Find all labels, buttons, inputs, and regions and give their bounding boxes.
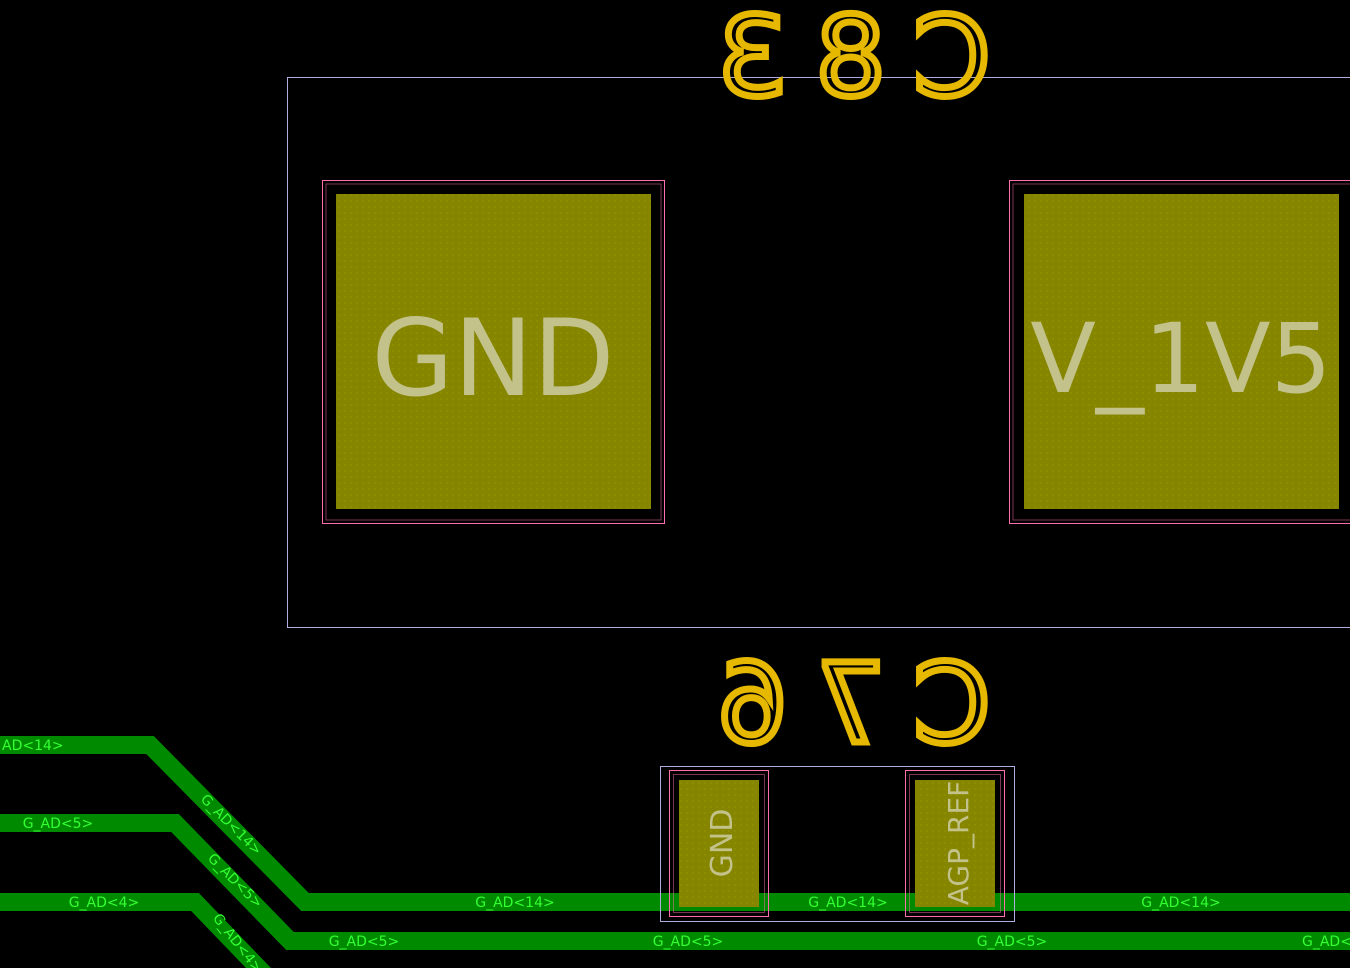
track-label: AD<14> <box>2 738 64 754</box>
c76-pad-1[interactable]: GND <box>669 770 769 917</box>
track-label: G_AD<5> <box>23 816 94 832</box>
c76-refdes: C76 <box>690 640 991 768</box>
track-label: G_AD<14> <box>808 895 887 911</box>
track-label: G_AD<14> <box>1141 895 1220 911</box>
c76-courtyard <box>660 766 1015 922</box>
c76-pad-1-net-label: GND <box>705 809 740 878</box>
component-c76[interactable]: GND AGP_REF C76 <box>660 637 1015 922</box>
c76-pad-2[interactable]: AGP_REF <box>905 770 1005 917</box>
c83-pad-2-net-label: V_1V5 <box>1030 303 1332 415</box>
c83-pad-2[interactable]: V_1V5 <box>1009 180 1350 524</box>
track-label: G_AD<5> <box>653 934 724 950</box>
track-label: G_AD< <box>1302 934 1350 950</box>
c83-refdes: C83 <box>690 0 991 121</box>
c83-pad-1[interactable]: GND <box>322 180 665 524</box>
track-label: G_AD<5> <box>977 934 1048 950</box>
track-g-ad5[interactable] <box>0 814 1350 950</box>
c83-pad-1-net-label: GND <box>371 297 614 420</box>
track-g-ad14[interactable] <box>0 736 1350 911</box>
track-label: G_AD<4> <box>69 895 140 911</box>
track-label: G_AD<5> <box>329 934 400 950</box>
track-g-ad4[interactable] <box>0 893 271 968</box>
track-label: G_AD<14> <box>475 895 554 911</box>
component-c83[interactable]: GND V_1V5 C83 <box>287 0 1350 628</box>
c83-courtyard <box>287 77 1350 628</box>
c76-pad-2-net-label: AGP_REF <box>942 781 975 906</box>
